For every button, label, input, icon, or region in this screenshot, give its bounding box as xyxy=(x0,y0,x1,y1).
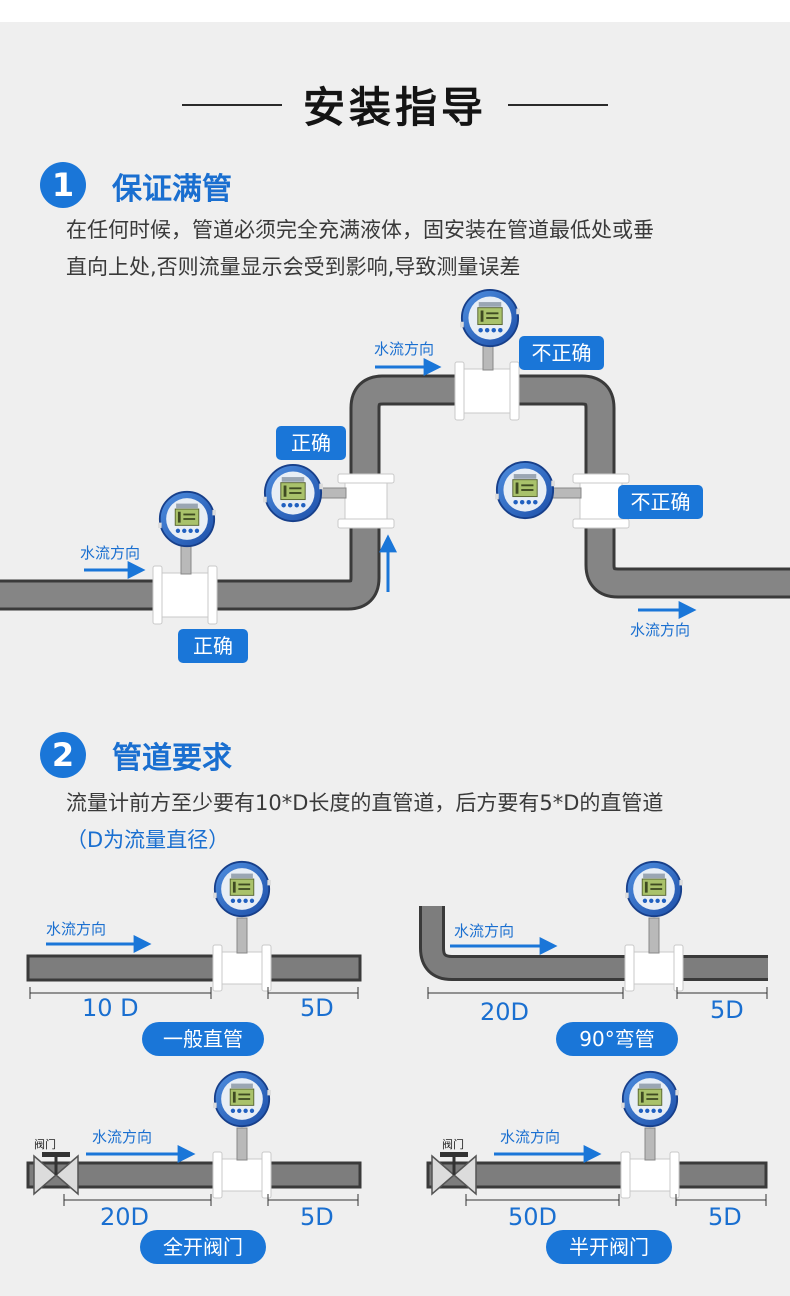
flow-label-straight: 水流方向 xyxy=(46,920,107,938)
tag-incorrect-top: 不正确 xyxy=(519,336,604,370)
section2-description-line1: 流量计前方至少要有10*D长度的直管道，后方要有5*D的直管道 xyxy=(66,791,664,815)
section1-title: 保证满管 xyxy=(112,172,232,207)
caption-straight: 一般直管 xyxy=(142,1022,264,1056)
flow-label-bottom-right: 水流方向 xyxy=(630,621,691,639)
dim-upstream-half-valve: 50D xyxy=(508,1203,558,1231)
diagram-full-open-valve xyxy=(26,1070,362,1206)
section2-title: 管道要求 xyxy=(112,741,232,776)
caption-elbow: 90°弯管 xyxy=(556,1022,678,1056)
diagram-half-open-valve xyxy=(426,1070,768,1206)
flow-label-half-valve: 水流方向 xyxy=(500,1128,561,1146)
dim-upstream-full-valve: 20D xyxy=(100,1203,150,1231)
dim-upstream-elbow: 20D xyxy=(480,998,530,1026)
top-white-band xyxy=(0,0,790,22)
section1-description-line1: 在任何时候，管道必须完全充满液体，固安装在管道最低处或垂 xyxy=(66,218,654,242)
title-rule-left xyxy=(182,104,282,106)
dim-downstream-straight: 5D xyxy=(300,994,334,1022)
page-title: 安装指导 xyxy=(302,83,487,132)
meter-top-incorrect xyxy=(454,288,520,421)
tag-correct-bottom: 正确 xyxy=(178,629,248,663)
dim-downstream-full-valve: 5D xyxy=(300,1203,334,1231)
section1-description: 在任何时候，管道必须完全充满液体，固安装在管道最低处或垂 直向上处,否则流量显示… xyxy=(66,212,654,286)
section1-number-badge: 1 xyxy=(40,162,86,208)
caption-half-valve: 半开阀门 xyxy=(546,1230,672,1264)
flow-label-bottom-left: 水流方向 xyxy=(80,544,141,562)
section2-number-badge: 2 xyxy=(40,732,86,778)
tag-correct-vertical: 正确 xyxy=(276,426,346,460)
meter-bottom-correct xyxy=(152,490,218,625)
valve-label-full: 阀门 xyxy=(34,1138,56,1151)
section2-description-line2: （D为流量直径） xyxy=(66,828,230,852)
flow-label-top: 水流方向 xyxy=(374,340,435,358)
section2-description: 流量计前方至少要有10*D长度的直管道，后方要有5*D的直管道 （D为流量直径） xyxy=(66,785,663,859)
flow-label-full-valve: 水流方向 xyxy=(92,1128,153,1146)
valve-label-half: 阀门 xyxy=(442,1138,464,1151)
dim-downstream-half-valve: 5D xyxy=(708,1203,742,1231)
meter-left-vertical-correct xyxy=(263,463,395,529)
dim-downstream-elbow: 5D xyxy=(710,996,744,1024)
tag-incorrect-down: 不正确 xyxy=(618,485,703,519)
diagram-straight-pipe xyxy=(26,860,362,999)
section1-description-line2: 直向上处,否则流量显示会受到影响,导致测量误差 xyxy=(66,255,521,279)
diagram-elbow-pipe xyxy=(419,860,768,999)
flow-label-elbow: 水流方向 xyxy=(454,922,515,940)
title-rule-right xyxy=(508,104,608,106)
dim-upstream-straight: 10 D xyxy=(82,994,139,1022)
caption-full-valve: 全开阀门 xyxy=(140,1230,266,1264)
